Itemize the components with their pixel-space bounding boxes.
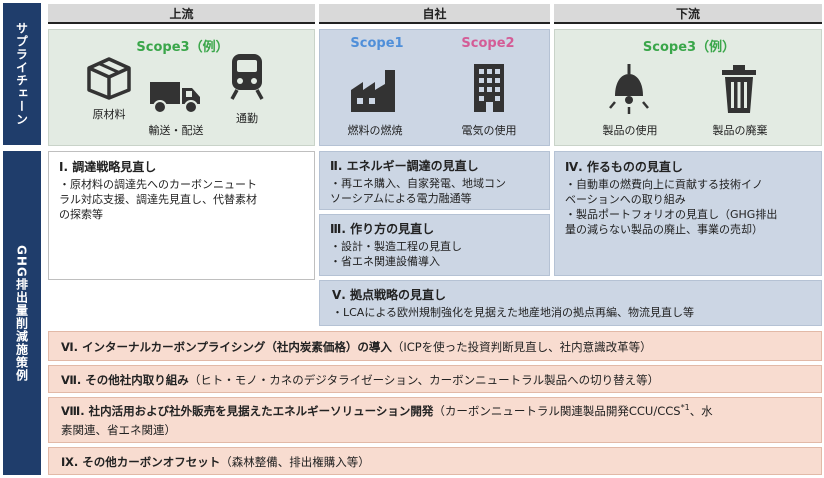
measure-4-title: Ⅳ. 作るものの見直し <box>565 160 683 174</box>
sidebar-supply-chain: サプライチェーン <box>3 3 41 145</box>
downstream-scope-label: Scope3（例） <box>642 40 736 55</box>
measure-1-line-3: の探索等 <box>59 208 103 221</box>
measure-2-box: Ⅱ. エネルギー調達の見直し ・再エネ購入、自家発電、地域コン ソーシアムによる… <box>319 151 550 210</box>
measure-9-detail: （森林整備、排出権購入等） <box>220 455 370 469</box>
box-icon <box>87 57 131 100</box>
scope1-label: Scope1 <box>350 36 404 51</box>
sidebar-supply-chain-label: サプライチェーン <box>14 22 29 126</box>
measure-1-title: Ⅰ. 調達戦略見直し <box>59 160 157 174</box>
measure-5-line-1: ・LCAによる欧州規制強化を見据えた地産地消の拠点再編、物流見直し等 <box>332 306 695 319</box>
measure-1-box: Ⅰ. 調達戦略見直し ・原材料の調達先へのカーボンニュート ラル対応支援、調達先… <box>48 151 315 280</box>
downstream-item-product-disposal: 製品の廃棄 <box>712 124 768 137</box>
column-header-upstream: 上流 <box>48 4 315 24</box>
downstream-panel: Scope3（例） 製品の使用 製品の廃棄 <box>554 29 822 146</box>
measure-4-line-1: ・自動車の燃費向上に貢献する技術イノ <box>565 178 763 191</box>
upstream-item-raw-material: 原材料 <box>92 108 126 121</box>
truck-icon <box>150 82 200 114</box>
downstream-item-product-use: 製品の使用 <box>602 124 658 137</box>
measure-8-detail: （カーボンニュートラル関連製品開発CCU/CCS <box>433 404 681 418</box>
lamp-icon <box>609 64 649 114</box>
measure-8-title: Ⅷ. 社内活用および社外販売を見据えたエネルギーソリューション開発 <box>61 404 434 418</box>
train-icon <box>230 54 264 100</box>
factory-icon <box>351 70 395 112</box>
column-header-upstream-label: 上流 <box>169 6 194 21</box>
scope2-label: Scope2 <box>461 36 515 51</box>
measure-8-detail-tail: 、水 <box>689 404 713 418</box>
measure-4-line-4: 量の減らない製品の廃止、事業の売却） <box>565 223 763 236</box>
measure-9-box: Ⅸ. その他カーボンオフセット（森林整備、排出権購入等） <box>48 447 822 475</box>
measure-4-line-3: ・製品ポートフォリオの見直し（GHG排出 <box>565 208 778 221</box>
measure-6-title: Ⅵ. インターナルカーボンプライシング（社内炭素価格）の導入 <box>61 340 392 354</box>
own-item-fuel-combustion: 燃料の燃焼 <box>347 124 403 137</box>
trash-icon <box>722 65 756 113</box>
upstream-panel: Scope3（例） 原材料 輸送・配送 通勤 <box>48 29 315 146</box>
measure-6-detail: （ICPを使った投資判断見直し、社内意識改革等） <box>391 340 652 354</box>
measure-3-title: Ⅲ. 作り方の見直し <box>330 222 435 236</box>
own-item-electricity: 電気の使用 <box>461 124 517 137</box>
measure-7-box: Ⅶ. その他社内取り組み（ヒト・モノ・カネのデジタライゼーション、カーボンニュー… <box>48 365 822 393</box>
measure-7-detail: （ヒト・モノ・カネのデジタライゼーション、カーボンニュートラル製品への切り替え等… <box>188 373 660 387</box>
measure-2-line-2: ソーシアムによる電力融通等 <box>330 192 472 205</box>
measure-1-line-2: ラル対応支援、調達先見直し、代替素材 <box>59 193 257 206</box>
measure-6-box: Ⅵ. インターナルカーボンプライシング（社内炭素価格）の導入（ICPを使った投資… <box>48 331 822 361</box>
own-panel: Scope1 Scope2 燃料の燃焼 電気の使用 <box>319 29 550 146</box>
measure-8-box: Ⅷ. 社内活用および社外販売を見据えたエネルギーソリューション開発（カーボンニュ… <box>48 397 822 443</box>
measure-3-line-1: ・設計・製造工程の見直し <box>330 240 462 253</box>
measure-2-title: Ⅱ. エネルギー調達の見直し <box>330 159 479 173</box>
upstream-item-transport: 輸送・配送 <box>148 124 204 137</box>
measure-8-line-2: 素関連、省エネ関連） <box>61 423 176 437</box>
measure-7-title: Ⅶ. その他社内取り組み <box>61 373 189 387</box>
measure-2-line-1: ・再エネ購入、自家発電、地域コン <box>330 177 506 190</box>
column-header-downstream: 下流 <box>554 4 822 24</box>
column-header-own: 自社 <box>319 4 550 24</box>
measure-1-line-1: ・原材料の調達先へのカーボンニュート <box>59 178 257 191</box>
measure-3-line-2: ・省エネ関連設備導入 <box>330 255 440 268</box>
measure-5-box: Ⅴ. 拠点戦略の見直し ・LCAによる欧州規制強化を見据えた地産地消の拠点再編、… <box>319 280 822 326</box>
sidebar-ghg: GHG排出量削減施策例 <box>3 151 41 475</box>
measure-5-title: Ⅴ. 拠点戦略の見直し <box>332 288 447 302</box>
measure-9-title: Ⅸ. その他カーボンオフセット <box>61 455 221 469</box>
column-header-downstream-label: 下流 <box>675 6 700 21</box>
measure-8-footnote: *1 <box>680 403 690 413</box>
building-icon <box>474 64 504 112</box>
sidebar-ghg-label: GHG排出量削減施策例 <box>14 244 29 382</box>
measure-4-line-2: ベーションへの取り組み <box>565 193 686 206</box>
upstream-item-commute: 通勤 <box>236 112 258 125</box>
measure-3-box: Ⅲ. 作り方の見直し ・設計・製造工程の見直し ・省エネ関連設備導入 <box>319 214 550 276</box>
measure-4-box: Ⅳ. 作るものの見直し ・自動車の燃費向上に貢献する技術イノ ベーションへの取り… <box>554 151 822 276</box>
column-header-own-label: 自社 <box>422 6 447 21</box>
upstream-scope-label: Scope3（例） <box>136 40 229 55</box>
